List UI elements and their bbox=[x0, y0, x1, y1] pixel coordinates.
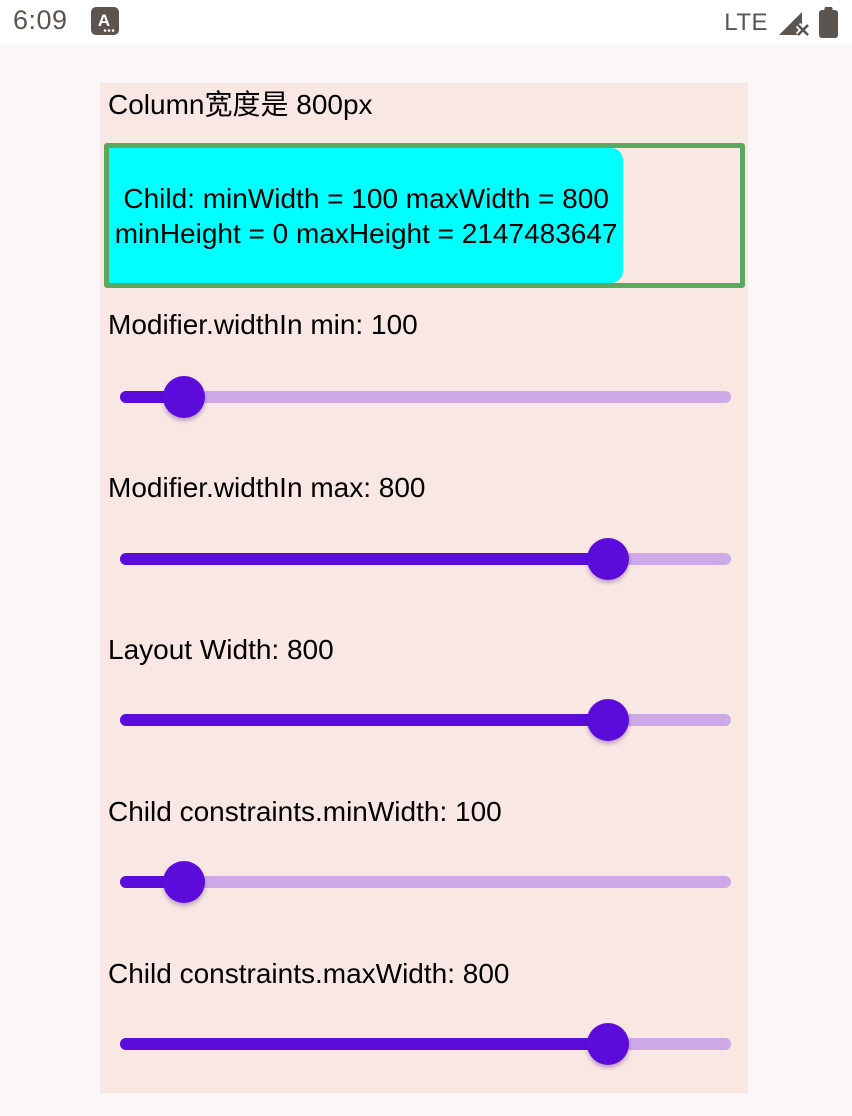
child-constraints-line1: Child: minWidth = 100 maxWidth = 800 bbox=[123, 182, 609, 214]
child-minwidth-slider[interactable] bbox=[120, 860, 731, 904]
widthin-max-slider[interactable] bbox=[120, 537, 731, 581]
status-indicators: LTE bbox=[724, 0, 838, 45]
child-maxwidth-label: Child constraints.maxWidth: 800 bbox=[108, 958, 510, 989]
network-type-label: LTE bbox=[724, 8, 768, 36]
slider-active-track bbox=[120, 714, 608, 726]
cyan-child-box: Child: minWidth = 100 maxWidth = 800 min… bbox=[109, 148, 624, 283]
svg-text:A: A bbox=[98, 11, 110, 30]
green-constraint-container: Child: minWidth = 100 maxWidth = 800 min… bbox=[104, 143, 745, 288]
slider-active-track bbox=[120, 1038, 608, 1050]
child-minwidth-label: Child constraints.minWidth: 100 bbox=[108, 796, 502, 827]
slider-track[interactable] bbox=[120, 391, 731, 403]
slider-thumb[interactable] bbox=[586, 1023, 629, 1065]
slider-thumb[interactable] bbox=[163, 861, 206, 903]
widthin-min-slider[interactable] bbox=[120, 375, 731, 419]
status-bar: 6:09 A LTE bbox=[0, 0, 852, 45]
signal-no-connection-icon bbox=[777, 8, 810, 37]
battery-icon bbox=[819, 7, 838, 38]
layout-width-slider[interactable] bbox=[120, 698, 731, 742]
slider-thumb[interactable] bbox=[163, 376, 206, 418]
slider-thumb[interactable] bbox=[586, 538, 629, 580]
slider-active-track bbox=[120, 553, 608, 565]
slider-thumb[interactable] bbox=[586, 699, 629, 741]
layout-width-label: Layout Width: 800 bbox=[108, 634, 334, 665]
constraints-demo-column: Column宽度是 800px Child: minWidth = 100 ma… bbox=[100, 83, 748, 1093]
child-maxwidth-slider[interactable] bbox=[120, 1022, 731, 1066]
child-constraints-line2: minHeight = 0 maxHeight = 2147483647 bbox=[114, 217, 618, 249]
clock: 6:09 bbox=[13, 5, 68, 35]
slider-track[interactable] bbox=[120, 876, 731, 888]
widthin-max-label: Modifier.widthIn max: 800 bbox=[108, 472, 426, 503]
widthin-min-label: Modifier.widthIn min: 100 bbox=[108, 309, 418, 340]
column-width-title: Column宽度是 800px bbox=[108, 89, 373, 120]
input-method-icon: A bbox=[91, 7, 119, 35]
